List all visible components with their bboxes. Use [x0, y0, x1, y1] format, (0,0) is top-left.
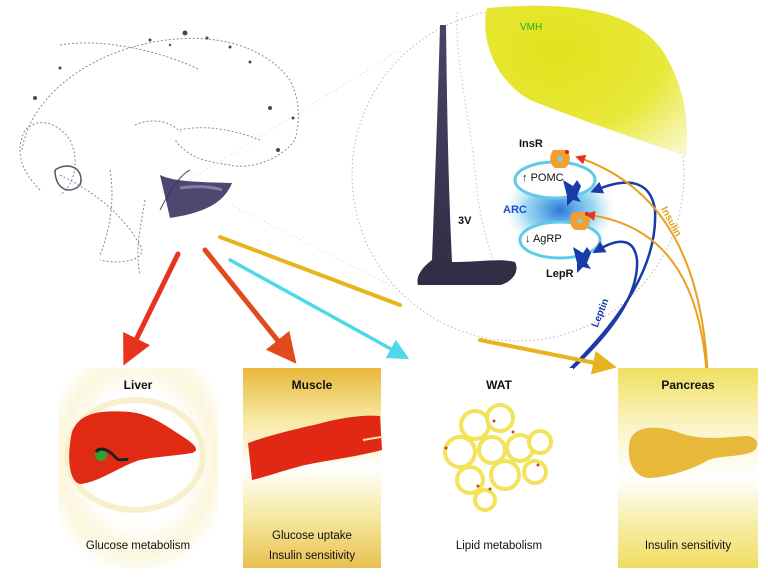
- organ-caption: Glucose uptake: [272, 530, 352, 542]
- pomc-label: ↑ POMC: [522, 172, 564, 184]
- agrp-text: AgRP: [532, 233, 562, 245]
- organ-caption: Insulin sensitivity: [644, 540, 732, 552]
- third-ventricle: [417, 25, 517, 285]
- up-arrow-icon: ↑: [522, 172, 528, 184]
- arc-label: ARC: [503, 204, 527, 216]
- agrp-label: ↓ AgRP: [525, 233, 562, 245]
- wat-dots: [444, 419, 540, 491]
- organ-title: Muscle: [291, 378, 333, 392]
- organ-panel-pancreas: Pancreas Insulin sensitivity: [618, 368, 758, 568]
- lepr-label: LepR: [546, 268, 574, 280]
- insulin-receptor-icon: [570, 212, 590, 230]
- insulin-receptor-icon: [550, 150, 570, 168]
- brain-illustration: [19, 37, 299, 276]
- organ-title: Liver: [123, 378, 153, 392]
- organ-title: WAT: [486, 378, 512, 392]
- leptin-receptor-icon: [563, 180, 581, 206]
- vmh-region: [485, 5, 688, 156]
- organ-caption: Glucose metabolism: [85, 540, 191, 552]
- hypothalamus-region: [160, 175, 232, 218]
- brain-sulci-dots: [33, 30, 295, 152]
- organ-panel-liver: Liver Glucose metabolism: [58, 368, 218, 568]
- organ-panel-muscle: Muscle Glucose uptake Insulin sensitivit…: [243, 368, 381, 568]
- insr-label: InsR: [519, 138, 543, 150]
- muscle-illustration: [248, 415, 382, 480]
- organ-caption: Lipid metabolism: [455, 540, 543, 552]
- liver-illustration: [69, 411, 196, 484]
- third-ventricle-label: 3V: [458, 215, 472, 227]
- vmh-label: VMH: [520, 22, 543, 33]
- organ-panel-wat: WAT Lipid metabolism: [425, 368, 573, 568]
- agrp-neuron: [518, 220, 602, 260]
- pancreas-illustration: [628, 427, 758, 478]
- hypothalamus-inset: [351, 5, 688, 342]
- hypothalamic-output-arrows: [123, 235, 617, 375]
- organ-caption: Insulin sensitivity: [268, 550, 356, 562]
- organ-title: Pancreas: [661, 378, 715, 392]
- pomc-text: POMC: [530, 172, 564, 184]
- down-arrow-icon: ↓: [525, 233, 531, 245]
- wat-adipocytes-illustration: [443, 403, 553, 512]
- leptin-receptor-icon: [573, 247, 591, 273]
